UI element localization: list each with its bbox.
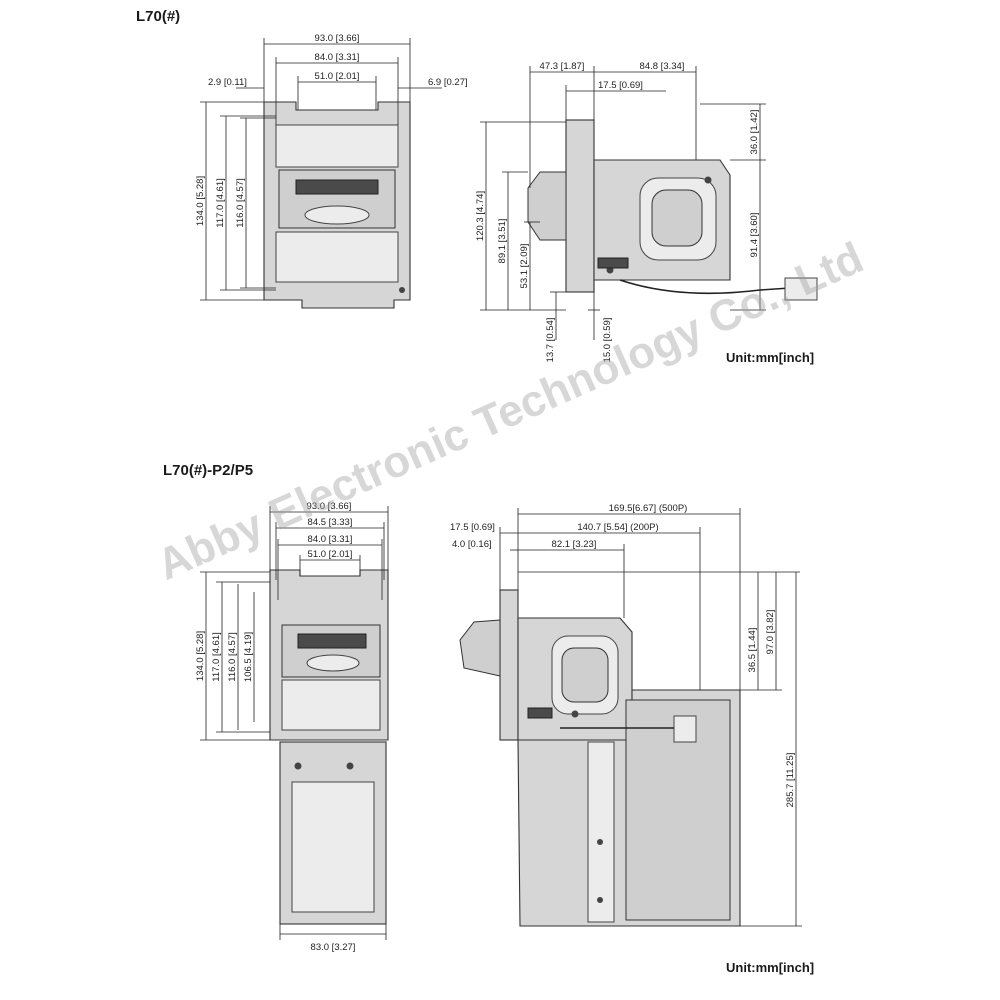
dim-side-h137: 13.7 [0.54]	[545, 318, 556, 363]
top-side-view	[527, 119, 818, 301]
dim-side-h531: 53.1 [2.09]	[519, 244, 530, 289]
top-side-dimensions: 47.3 [1.87] 84.8 [3.34] 17.5 [0.69] 120.…	[475, 61, 766, 362]
dim-side-473: 47.3 [1.87]	[540, 61, 585, 72]
bill-slot	[297, 633, 367, 649]
dim-side-h365: 36.5 [1.44]	[747, 628, 758, 673]
dim-height-1065: 106.5 [4.19]	[243, 632, 254, 682]
dim-height-116: 116.0 [4.57]	[235, 178, 246, 227]
dim-width-93: 93.0 [3.66]	[307, 501, 352, 512]
dim-width-84: 84.0 [3.31]	[315, 52, 360, 63]
bottom-side-dimensions: 169.5[6.67] (500P) 140.7 [5.54] (200P) 1…	[450, 503, 802, 927]
connector-block	[527, 707, 553, 719]
cashbox-connector	[673, 715, 697, 743]
dim-width-845: 84.5 [3.33]	[308, 517, 353, 528]
bottom-unit-label: Unit:mm[inch]	[726, 960, 815, 975]
top-front-dimensions: 93.0 [3.66] 84.0 [3.31] 51.0 [2.01] 2.9 …	[195, 33, 468, 301]
dim-side-h360: 36.0 [1.42]	[749, 110, 760, 155]
bezel-window	[304, 205, 370, 225]
dim-side-h970: 97.0 [3.82]	[765, 610, 776, 655]
cashbox-rail	[587, 741, 615, 923]
dim-side-40: 4.0 [0.16]	[452, 539, 492, 550]
bottom-side-view	[459, 589, 741, 927]
lower-panel	[281, 679, 381, 731]
bill-slot	[295, 179, 379, 195]
dim-side-h914: 91.4 [3.60]	[749, 213, 760, 258]
dim-side-1407: 140.7 [5.54] (200P)	[577, 522, 658, 533]
lower-panel	[275, 231, 399, 283]
dim-side-h2857: 285.7 [11.25]	[785, 753, 796, 808]
dim-side-175: 17.5 [0.69]	[598, 80, 643, 91]
connector-block	[597, 257, 629, 269]
dim-left-offset: 2.9 [0.11]	[208, 77, 247, 88]
dim-width-51: 51.0 [2.01]	[308, 549, 353, 560]
bezel-window	[306, 654, 360, 672]
upper-panel	[275, 124, 399, 168]
dim-height-117: 117.0 [4.61]	[215, 178, 226, 227]
dim-side-h1203: 120.3 [4.74]	[475, 191, 486, 241]
dim-side-821: 82.1 [3.23]	[552, 539, 597, 550]
bottom-diagram-title: L70(#)-P2/P5	[163, 462, 254, 479]
bottom-front-view	[269, 569, 389, 925]
dim-width-84: 84.0 [3.31]	[308, 534, 353, 545]
dim-width-93: 93.0 [3.66]	[315, 33, 360, 44]
dim-width-51: 51.0 [2.01]	[315, 71, 360, 82]
dim-side-1695: 169.5[6.67] (500P)	[609, 503, 688, 514]
dim-height-117: 117.0 [4.61]	[211, 632, 222, 681]
dim-height-134: 134.0 [5.28]	[195, 176, 206, 226]
cable-connector	[784, 277, 818, 301]
dim-width-83: 83.0 [3.27]	[311, 942, 356, 953]
bottom-front-dimensions: 93.0 [3.66] 84.5 [3.33] 84.0 [3.31] 51.0…	[195, 501, 389, 953]
bezel-nose	[459, 619, 501, 677]
dim-side-h891: 89.1 [3.51]	[497, 219, 508, 264]
dim-right-offset: 6.9 [0.27]	[428, 77, 468, 88]
dim-side-848: 84.8 [3.34]	[640, 61, 685, 72]
bezel-flange	[499, 589, 519, 741]
top-unit-label: Unit:mm[inch]	[726, 350, 815, 365]
bezel-nose	[527, 171, 567, 241]
dim-height-116: 116.0 [4.57]	[227, 632, 238, 681]
dim-side-h150: 15.0 [0.59]	[602, 318, 613, 363]
cashbox-front	[291, 781, 375, 913]
top-front-view	[263, 101, 411, 309]
dim-height-134: 134.0 [5.28]	[195, 631, 206, 681]
bezel-flange	[565, 119, 595, 293]
top-diagram-title: L70(#)	[136, 8, 181, 25]
dim-side-175: 17.5 [0.69]	[450, 522, 495, 533]
